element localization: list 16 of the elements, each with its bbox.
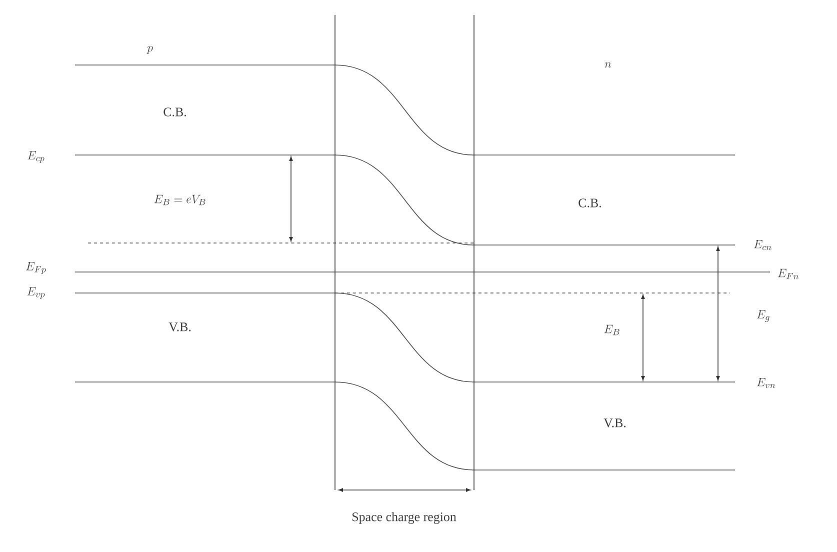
energy-label: $E_B = eV_B$ [154, 194, 206, 206]
energy-label: $E_{cp}$ [28, 151, 44, 163]
energy-label: $p$ [146, 46, 153, 54]
region-label: V.B. [168, 322, 191, 332]
energy-label: $E_g$ [756, 310, 770, 322]
region-label: V.B. [604, 418, 626, 428]
energy-label: $E_B$ [604, 324, 620, 336]
energy-label: $E_{Fn}$ [778, 268, 799, 280]
energy-label: $E_{vn}$ [756, 378, 776, 388]
energy-label: $E_{cn}$ [754, 240, 772, 250]
energy-label: $n$ [604, 62, 612, 68]
energy-label: $E_{vp}$ [27, 287, 45, 299]
region-label: Space charge region [352, 512, 456, 524]
energy-label: $E_{Fp}$ [26, 262, 46, 274]
region-label: C.B. [578, 198, 602, 208]
region-label: C.B. [164, 108, 186, 116]
